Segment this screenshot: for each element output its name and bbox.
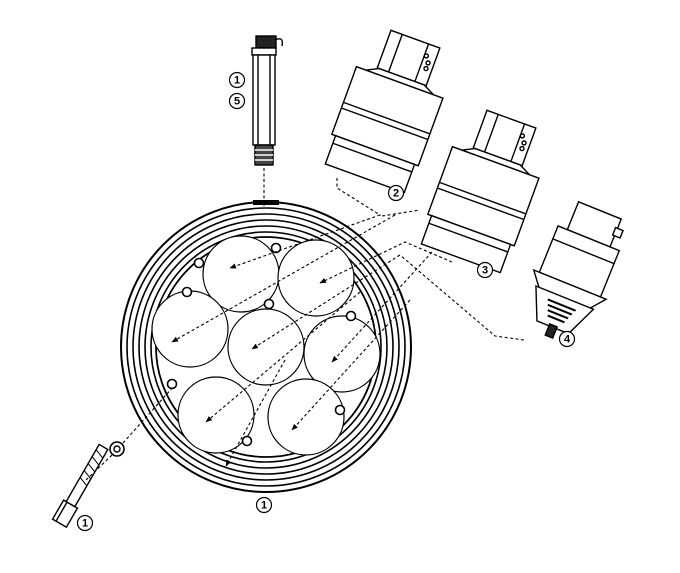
washer [109,441,125,457]
thermocouple-probe [251,35,284,166]
callout-nozzle-b: 3 [476,261,494,279]
callout-thermocouple-bottom: 5 [228,92,246,110]
callout-label: 1 [234,75,240,87]
pocket [267,378,345,456]
callouts: 1 5 2 3 4 1 1 [76,71,576,532]
callout-thermocouple-top: 1 [228,71,246,89]
nozzle-a [324,29,444,194]
callout-nozzle-a: 2 [387,184,405,202]
callout-label: 1 [261,500,267,512]
callout-label: 2 [393,188,399,200]
nozzle-b [420,109,540,274]
nozzle-c [532,200,624,339]
assembly-paths [85,168,525,481]
callout-label: 3 [482,265,488,277]
bolt-holes [166,242,357,447]
callout-label: 4 [564,334,571,346]
callout-label: 1 [82,518,88,530]
pocket [303,315,381,393]
callout-label: 5 [234,96,240,108]
socket-bolt [51,443,109,529]
nozzle-pockets [151,235,381,456]
callout-bolt: 1 [76,514,94,532]
callout-body: 1 [255,496,273,514]
pocket [277,239,355,317]
pocket-center [227,308,305,386]
callout-nozzle-c: 4 [558,330,576,348]
pocket [151,290,229,368]
